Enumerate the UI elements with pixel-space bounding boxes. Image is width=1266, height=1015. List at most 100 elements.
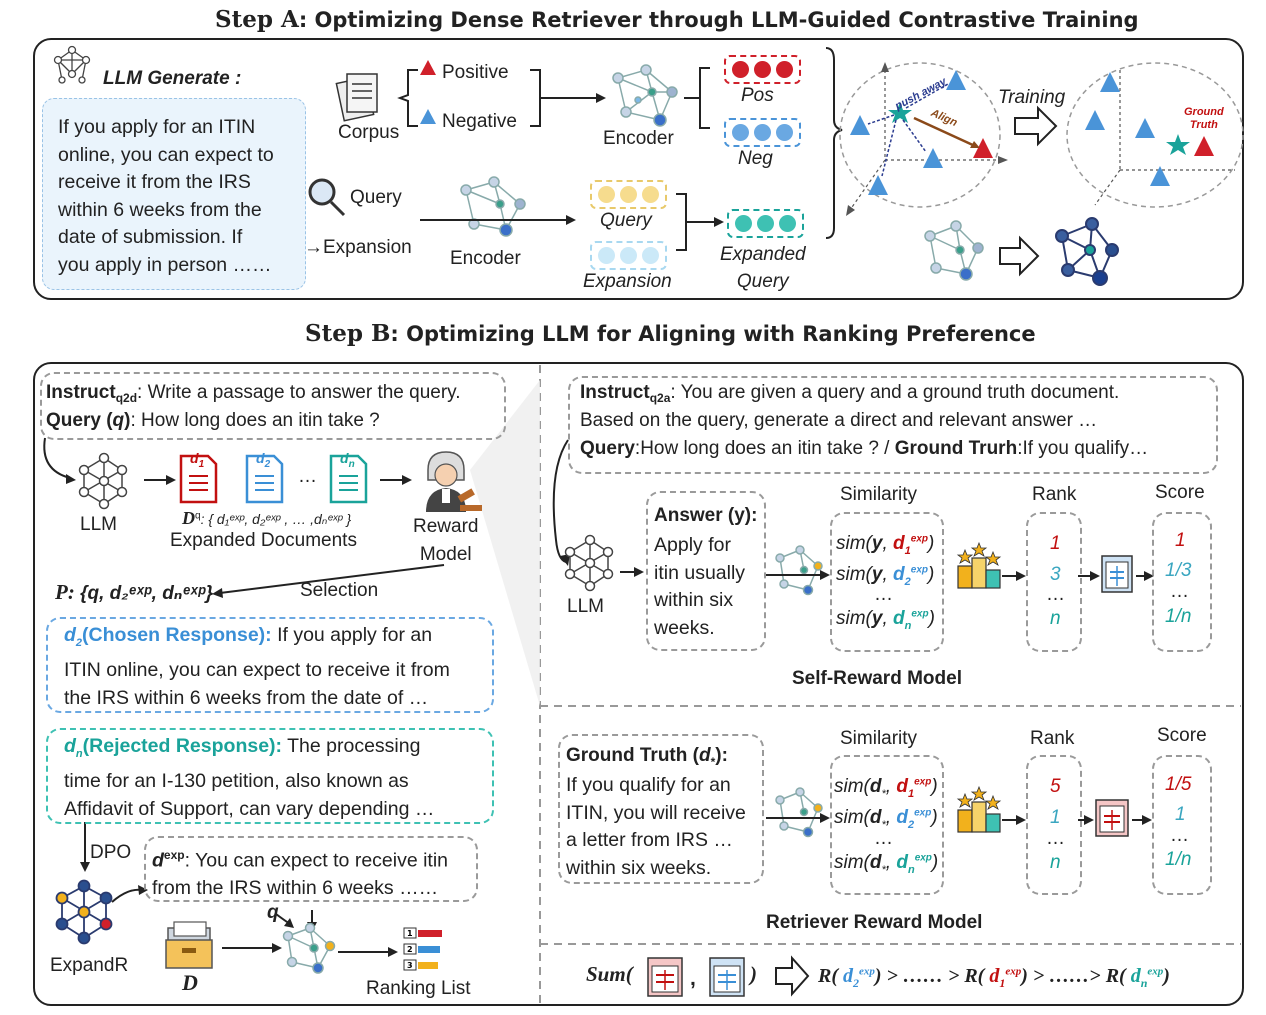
generated-passage: If you apply for an ITIN online, you can… bbox=[58, 116, 274, 276]
step-a-panel bbox=[33, 38, 1244, 300]
podium-icon-ret bbox=[956, 785, 1002, 833]
query-label: Query bbox=[350, 187, 402, 208]
llm2-label: LLM bbox=[567, 596, 604, 617]
preference-pair: P: {q, d₂ᵉˣᵖ, dₙᵉˣᵖ} bbox=[55, 580, 213, 604]
training-label: Training bbox=[998, 87, 1066, 108]
step-a-label: Step A bbox=[215, 6, 299, 33]
self-rank-ellipsis: … bbox=[1046, 584, 1065, 605]
corpus-icon bbox=[335, 73, 378, 122]
self-sim-n: sim(y, dnexp) bbox=[836, 608, 935, 632]
self-reward-model-label: Self-Reward Model bbox=[792, 668, 962, 689]
ret-rank-ellipsis: … bbox=[1046, 828, 1065, 849]
score-icon-ret bbox=[1095, 799, 1129, 837]
self-score-ellipsis: … bbox=[1170, 581, 1189, 602]
selection-label: Selection bbox=[300, 580, 379, 601]
dpo-label: DPO bbox=[90, 842, 132, 863]
step-b-panel bbox=[33, 362, 1244, 1006]
brace-left bbox=[397, 69, 418, 127]
self-score-2: 1/3 bbox=[1165, 560, 1192, 581]
sum-label: Sum( bbox=[586, 962, 633, 986]
ground-truth-label: Ground Truth bbox=[1184, 106, 1224, 131]
doc-set: Dq: { d₁ᵉˣᵖ, d₂ᵉˣᵖ , … ,dₙᵉˣᵖ } bbox=[182, 508, 352, 528]
step-a-title: Step A: Optimizing Dense Retriever throu… bbox=[215, 6, 1139, 33]
expandr-label: ExpandR bbox=[50, 955, 129, 976]
positive-triangle-icon bbox=[420, 60, 436, 75]
encoder-small-icon bbox=[924, 220, 984, 281]
pos-label: Pos bbox=[741, 85, 774, 106]
expansion-vector-label: Expansion bbox=[583, 271, 672, 292]
negative-triangle-icon bbox=[420, 109, 436, 124]
query2-line: Query:How long does an itin take ? / Gro… bbox=[580, 438, 1149, 459]
doc-d2-label: d2 bbox=[256, 450, 271, 470]
ret-rank-n: n bbox=[1050, 852, 1061, 873]
doc-d1-icon bbox=[179, 454, 218, 504]
ret-sim-ellipsis: … bbox=[874, 828, 893, 849]
gt-doc-label: Ground Truth (d*): bbox=[566, 745, 728, 769]
retriever-icon-self bbox=[775, 545, 823, 596]
positive-label: Positive bbox=[442, 62, 509, 83]
query-vector-label: Query bbox=[600, 210, 652, 231]
embedding-space-after bbox=[1066, 62, 1244, 208]
network-icon bbox=[53, 45, 91, 84]
step-b-title: Step B: Optimizing LLM for Aligning with… bbox=[305, 320, 1036, 347]
ret-score-n: 1/n bbox=[1165, 849, 1192, 870]
encoder-bottom-icon bbox=[460, 176, 526, 237]
expanded-documents-label: Expanded Documents bbox=[170, 530, 357, 551]
ret-score-box bbox=[1152, 755, 1212, 895]
self-score-n: 1/n bbox=[1165, 606, 1192, 627]
score-label: Score bbox=[1155, 482, 1205, 503]
doc-dn-label: dn bbox=[340, 450, 355, 470]
expandr-icon bbox=[55, 879, 113, 945]
rejected-response-box bbox=[46, 728, 494, 824]
dexp-box bbox=[144, 836, 478, 902]
query-line: Query (q): How long does an itin take ? bbox=[46, 410, 380, 431]
ret-sim-n: sim(d*, dnexp) bbox=[834, 852, 939, 876]
score-icon-sum-red bbox=[647, 957, 683, 997]
expanded-query-vector bbox=[727, 209, 804, 238]
doc-d1-label: d1 bbox=[190, 450, 205, 470]
trained-encoder-icon bbox=[1055, 217, 1119, 286]
step-b-label: Step B bbox=[305, 320, 391, 347]
ret-score-ellipsis: … bbox=[1170, 825, 1189, 846]
doc-dn-icon bbox=[329, 454, 368, 504]
corpus-label: Corpus bbox=[338, 122, 400, 143]
self-rank-n: n bbox=[1050, 608, 1061, 629]
score-label-2: Score bbox=[1157, 725, 1207, 746]
reward-model-label: Reward Model bbox=[413, 516, 479, 565]
gt-doc-text: If you qualify for an ITIN, you will rec… bbox=[566, 774, 746, 879]
chosen-response: d2(Chosen Response): If you apply for an… bbox=[64, 624, 450, 709]
svg-text:2: 2 bbox=[407, 945, 413, 954]
retriever-icon bbox=[282, 922, 336, 974]
instruct-q2d: Instructq2d: Write a passage to answer t… bbox=[46, 382, 461, 405]
sum-close: ) bbox=[750, 962, 757, 986]
query-vector bbox=[590, 180, 667, 209]
self-sim-2: sim(y, d2exp) bbox=[836, 564, 935, 588]
search-icon bbox=[308, 178, 346, 217]
ret-score-2: 1 bbox=[1175, 804, 1186, 825]
ret-rank-1: 5 bbox=[1050, 776, 1061, 797]
ranking-list-label: Ranking List bbox=[366, 978, 471, 999]
ret-similarity-box bbox=[830, 755, 944, 895]
rejected-response: dn(Rejected Response): The processing ti… bbox=[64, 735, 435, 820]
encoder-icon bbox=[612, 64, 678, 127]
answer-box bbox=[646, 491, 766, 651]
ret-sim-1: sim(d*, d1exp) bbox=[834, 776, 938, 800]
dexp-text: dexp: You can expect to receive itin fro… bbox=[152, 848, 449, 899]
corpus-drawer-icon bbox=[165, 921, 213, 969]
query-star-icon bbox=[888, 102, 912, 123]
encoder-label: Encoder bbox=[603, 128, 674, 149]
self-sim-1: sim(y, d1exp) bbox=[836, 533, 935, 557]
corpus-d-label: D bbox=[182, 970, 198, 995]
step-a-heading: : Optimizing Dense Retriever through LLM… bbox=[298, 8, 1139, 32]
ret-rank-2: 1 bbox=[1050, 807, 1061, 828]
llm-icon bbox=[78, 452, 128, 510]
retriever-reward-model-label: Retriever Reward Model bbox=[766, 912, 983, 933]
ret-rank-box bbox=[1026, 755, 1082, 895]
self-score-box bbox=[1152, 512, 1212, 652]
self-rank-1: 1 bbox=[1050, 533, 1061, 554]
training-arrow-icon bbox=[1014, 105, 1058, 147]
instruct-q2a-box bbox=[568, 376, 1218, 474]
llm-generate-label: LLM Generate : bbox=[103, 68, 242, 89]
ranking-list-icon: 1 2 3 bbox=[403, 927, 442, 971]
